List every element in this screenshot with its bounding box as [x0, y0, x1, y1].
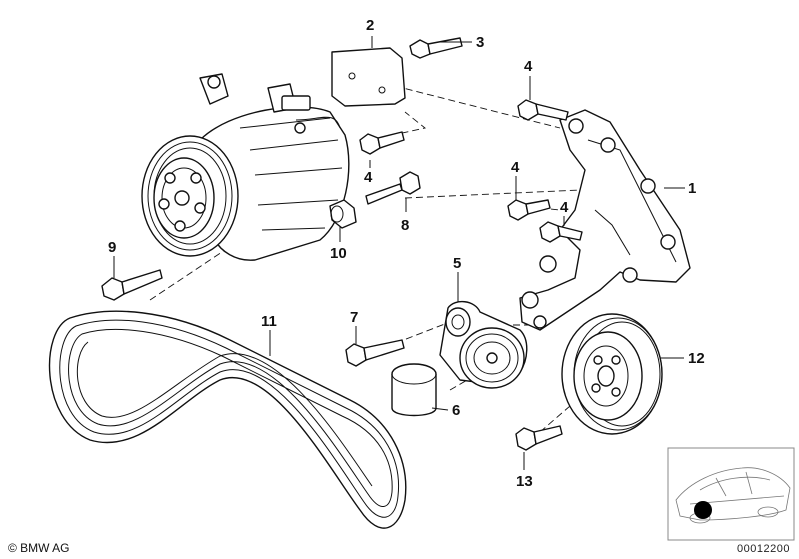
callout-4b: 4	[364, 169, 373, 186]
callout-12: 12	[688, 350, 705, 367]
image-number: 00012200	[737, 543, 790, 555]
callout-5: 5	[453, 255, 461, 272]
callout-labels: 2 3 4 4 4 4 1 5 6 7 8 9 10 11 12 13	[108, 17, 705, 490]
part-12-pulley	[561, 313, 663, 435]
part-4-bolt-a	[517, 99, 569, 121]
callout-3: 3	[476, 34, 484, 51]
callout-8: 8	[401, 217, 409, 234]
callout-1: 1	[688, 180, 696, 197]
callout-10: 10	[330, 245, 347, 262]
part-4-bolt-c	[507, 199, 551, 221]
leader-lines	[113, 36, 685, 470]
part-13-bolt	[515, 425, 563, 451]
callout-6: 6	[452, 402, 460, 419]
copyright-text: © BMW AG	[8, 541, 70, 555]
part-1-mount-bracket	[519, 109, 691, 331]
part-2-bracket-plate	[331, 47, 406, 107]
part-11-belt	[48, 310, 407, 529]
part-4-bolt-b	[359, 131, 405, 155]
part-7-bolt	[345, 339, 405, 367]
part-5-tensioner	[439, 301, 528, 389]
ac-compressor	[141, 73, 350, 261]
callout-4c: 4	[511, 159, 520, 176]
part-8-bolt	[365, 171, 421, 205]
part-10-sleeve	[329, 199, 357, 229]
location-marker-dot	[694, 501, 712, 519]
callout-11: 11	[261, 313, 277, 330]
callout-9: 9	[108, 239, 116, 256]
callout-7: 7	[350, 309, 358, 326]
callout-2: 2	[366, 17, 374, 34]
part-4-bolt-d	[539, 221, 583, 243]
callout-4d: 4	[560, 199, 569, 216]
location-thumbnail	[667, 447, 795, 541]
part-3-bolt	[409, 37, 463, 59]
callout-13: 13	[516, 473, 533, 490]
part-6-cap	[391, 363, 437, 417]
callout-4a: 4	[524, 58, 533, 75]
part-9-bolt	[101, 269, 163, 301]
